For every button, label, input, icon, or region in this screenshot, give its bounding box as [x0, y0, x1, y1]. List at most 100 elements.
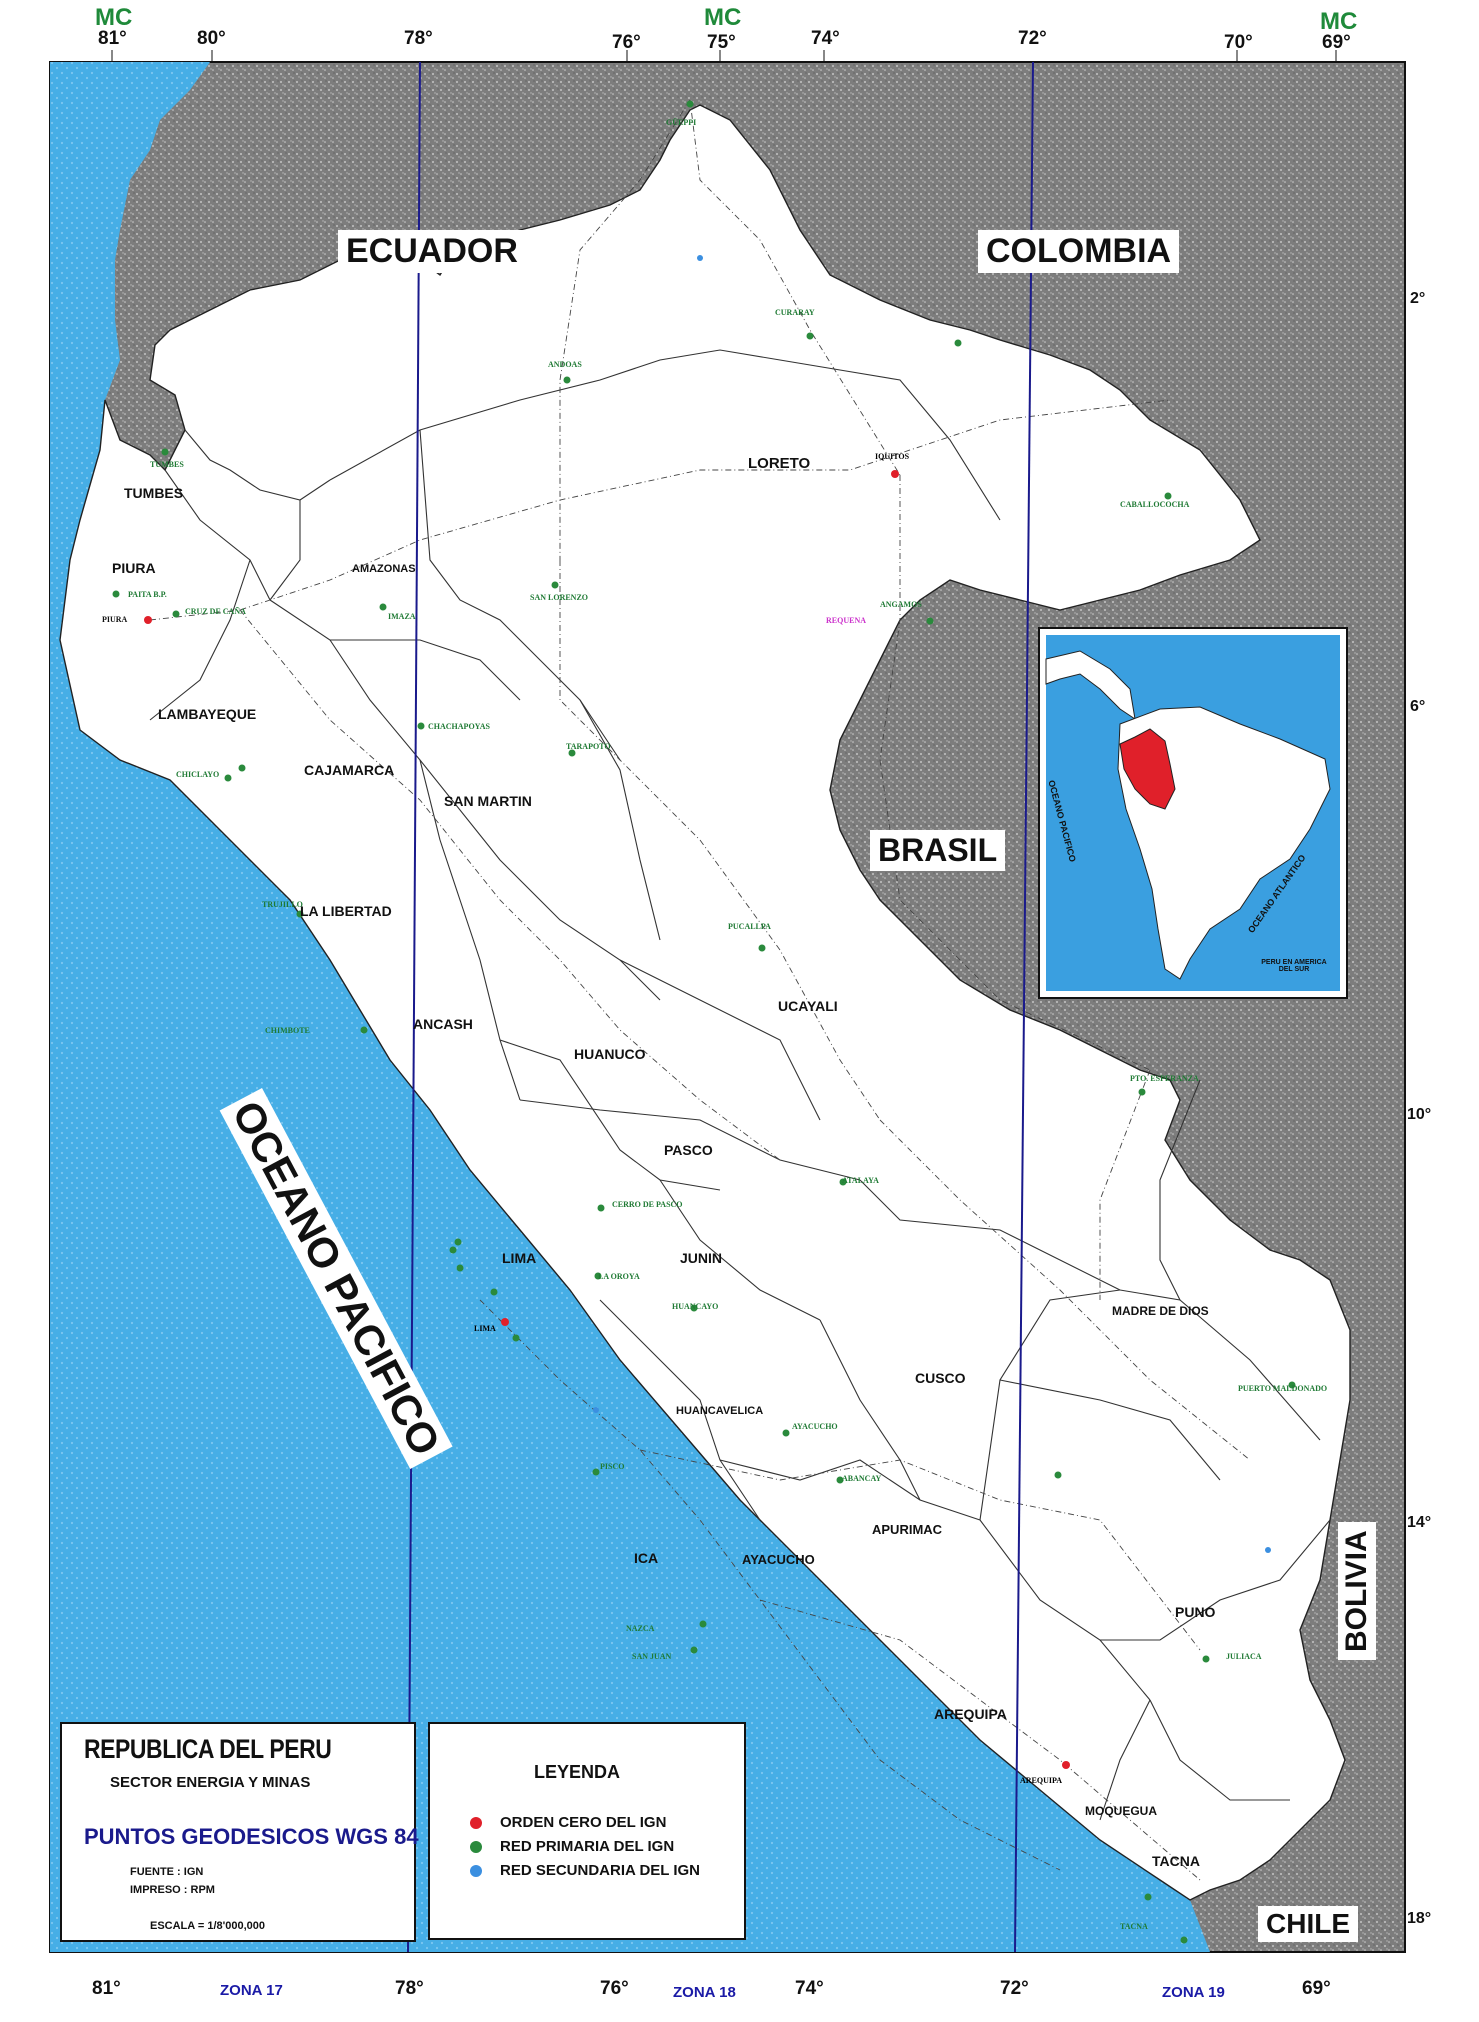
- lat-6: 6°: [1410, 698, 1426, 715]
- station-la-oroya: LA OROYA: [598, 1272, 640, 1281]
- blue-dot-icon: [470, 1865, 482, 1878]
- green-dot-icon: [470, 1841, 482, 1854]
- department-boundaries: [149, 349, 1331, 1821]
- dept-ucayali: UCAYALI: [778, 998, 838, 1014]
- top-lon-80: 80°: [197, 28, 226, 49]
- lat-2: 2°: [1410, 290, 1426, 307]
- meridians: [407, 61, 1034, 1953]
- station-tarapoto: TARAPOTO: [566, 742, 611, 751]
- dept-lambayeque: LAMBAYEQUE: [158, 706, 257, 722]
- legend-item-red-secundaria: RED SECUNDARIA DEL IGN: [470, 1862, 700, 1879]
- map-title: REPUBLICA DEL PERU: [84, 1734, 332, 1764]
- top-lon-81: 81°: [98, 28, 127, 49]
- zona-17: ZONA 17: [220, 1982, 283, 1999]
- map-fuente: FUENTE : IGN: [130, 1866, 204, 1878]
- station-chimbote: CHIMBOTE: [265, 1026, 310, 1035]
- dept-san-martin: SAN MARTIN: [444, 793, 532, 809]
- station-juliaca: JULIACA: [1226, 1652, 1262, 1661]
- bot-lon-78: 78°: [395, 1978, 424, 1999]
- legend-item-label: RED PRIMARIA DEL IGN: [500, 1838, 675, 1855]
- station-curaray: CURARAY: [775, 308, 815, 317]
- lat-14: 14°: [1407, 1514, 1432, 1531]
- inset-peru: [1119, 728, 1176, 810]
- station-tacna: TACNA: [1120, 1922, 1148, 1931]
- station-piura: PIURA: [102, 615, 128, 624]
- station-gueppi: GÜEPPI: [666, 118, 697, 127]
- dept-cusco: CUSCO: [915, 1370, 966, 1386]
- inset-central-america: [1045, 650, 1136, 721]
- country-ecuador: ECUADOR: [338, 230, 526, 273]
- legend-item-label: ORDEN CERO DEL IGN: [500, 1814, 667, 1831]
- top-lon-78: 78°: [404, 28, 433, 49]
- title-block: REPUBLICA DEL PERU SECTOR ENERGIA Y MINA…: [60, 1722, 419, 1942]
- country-colombia: COLOMBIA: [978, 230, 1180, 273]
- dept-puno: PUNO: [1175, 1604, 1216, 1620]
- dept-tumbes: TUMBES: [124, 485, 184, 501]
- dept-pasco: PASCO: [664, 1142, 713, 1158]
- bot-lon-74: 74°: [795, 1978, 824, 1999]
- station-atalaya: ATALAYA: [842, 1176, 879, 1185]
- zona-18: ZONA 18: [673, 1984, 736, 2001]
- station-andoas: ANDOAS: [548, 360, 582, 369]
- stations-orden-cero: [144, 470, 1070, 1769]
- stations-red-secundaria: [593, 255, 1271, 1553]
- inset-map-graphic: [1045, 635, 1340, 991]
- station-iquitos: IQUITOS: [875, 452, 910, 461]
- legend-item-label: RED SECUNDARIA DEL IGN: [500, 1862, 701, 1879]
- dept-apurimac: APURIMAC: [872, 1522, 943, 1537]
- station-nazca: NAZCA: [626, 1624, 655, 1633]
- dept-moquegua: MOQUEGUA: [1085, 1804, 1157, 1818]
- geodetic-network: [149, 99, 1251, 1881]
- dept-tacna: TACNA: [1152, 1853, 1200, 1869]
- dept-lima: LIMA: [502, 1250, 537, 1266]
- station-puerto-esperanza: PTO. ESPERANZA: [1130, 1074, 1199, 1083]
- mc-label-75: MC: [704, 4, 742, 31]
- dept-piura: PIURA: [112, 560, 156, 576]
- dept-junin: JUNIN: [680, 1250, 723, 1266]
- station-san-juan: SAN JUAN: [632, 1652, 672, 1661]
- red-dot-icon: [470, 1817, 482, 1830]
- stations-red-primaria: [112, 100, 1296, 1944]
- dept-arequipa: AREQUIPA: [934, 1706, 1007, 1722]
- legend-title: LEYENDA: [534, 1762, 621, 1782]
- legend-item-red-primaria: RED PRIMARIA DEL IGN: [470, 1838, 674, 1855]
- station-paita: PAITA B.P.: [128, 590, 167, 599]
- dept-loreto: LORETO: [748, 455, 811, 472]
- dept-ica: ICA: [634, 1550, 659, 1566]
- country-bolivia: BOLIVIA: [1338, 1522, 1376, 1660]
- map-sector: SECTOR ENERGIA Y MINAS: [110, 1774, 311, 1791]
- lat-10: 10°: [1407, 1106, 1432, 1123]
- bot-lon-72: 72°: [1000, 1978, 1029, 1999]
- bot-lon-76: 76°: [600, 1978, 629, 1999]
- country-chile: CHILE: [1258, 1906, 1358, 1942]
- legend-item-orden-cero: ORDEN CERO DEL IGN: [470, 1814, 666, 1831]
- dept-la-libertad: LA LIBERTAD: [300, 903, 392, 919]
- station-tumbes: TUMBES: [150, 460, 184, 469]
- station-requena: REQUENA: [826, 616, 867, 625]
- dept-huancavelica: HUANCAVELICA: [676, 1405, 764, 1417]
- legend: LEYENDA ORDEN CERO DEL IGN RED PRIMARIA …: [428, 1722, 746, 1940]
- station-cerro-de-pasco: CERRO DE PASCO: [612, 1200, 683, 1209]
- inset-caption: PERU EN AMERICA DEL SUR: [1261, 959, 1327, 973]
- station-san-lorenzo: SAN LORENZO: [530, 593, 589, 602]
- lat-18: 18°: [1407, 1910, 1432, 1927]
- bot-lon-81: 81°: [92, 1978, 121, 1999]
- top-lon-70: 70°: [1224, 32, 1253, 53]
- dept-ayacucho: AYACUCHO: [742, 1552, 815, 1567]
- dept-ancash: ANCASH: [413, 1016, 473, 1032]
- station-lima: LIMA: [474, 1324, 496, 1333]
- top-lon-72: 72°: [1018, 28, 1047, 49]
- station-caballococha: CABALLOCOCHA: [1120, 500, 1190, 509]
- station-puerto-maldonado: PUERTO MALDONADO: [1238, 1384, 1328, 1393]
- graticule-ticks: [111, 50, 1337, 62]
- dept-cajamarca: CAJAMARCA: [304, 762, 395, 778]
- station-abancay: ABANCAY: [842, 1474, 882, 1483]
- country-brasil: BRASIL: [870, 830, 1006, 871]
- top-lon-76: 76°: [612, 32, 641, 53]
- top-lon-69: 69°: [1322, 32, 1351, 53]
- station-ayacucho: AYACUCHO: [792, 1422, 838, 1431]
- pacific-ocean: [50, 62, 1210, 1952]
- top-lon-75: 75°: [707, 32, 736, 53]
- station-trujillo: TRUJILLO: [262, 900, 303, 909]
